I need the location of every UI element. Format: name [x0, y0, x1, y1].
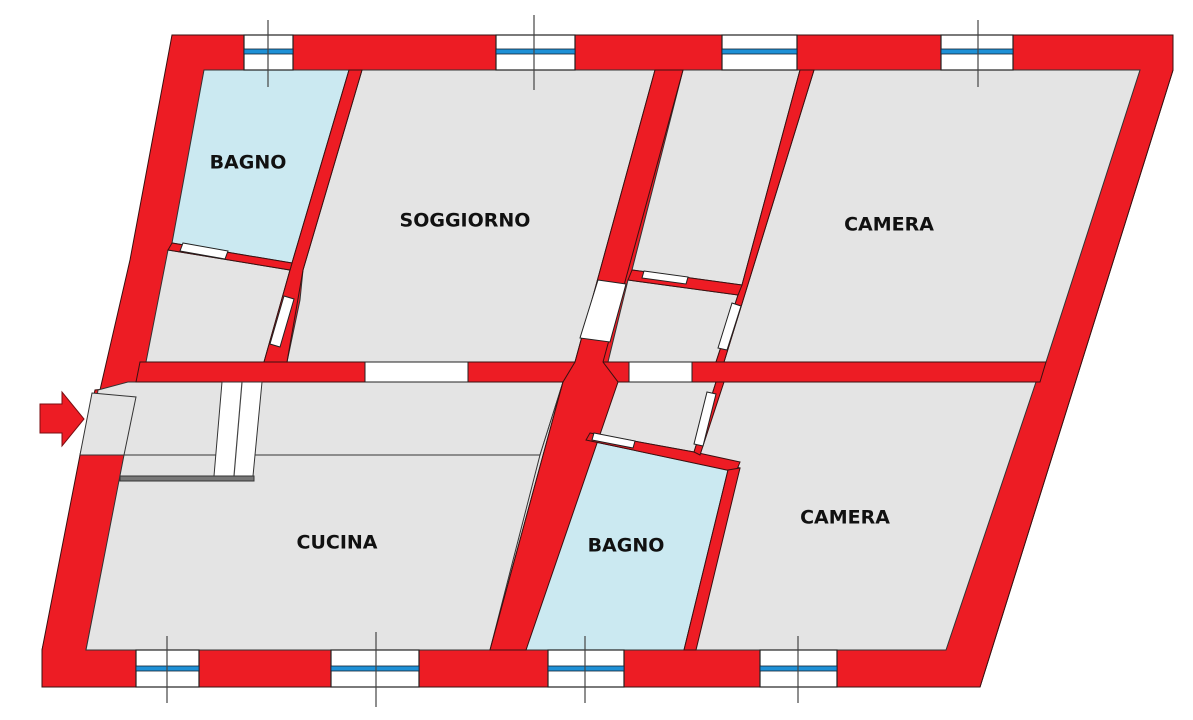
- window-bottom-4: [759, 636, 838, 703]
- label-camera-2: CAMERA: [800, 507, 890, 529]
- door-corridor: [641, 270, 689, 285]
- stair-line: [233, 381, 243, 477]
- wall-central-vertical: [489, 69, 684, 651]
- room-ingresso: [87, 381, 564, 456]
- railing: [119, 475, 255, 482]
- door-soggiorno-ingresso: [364, 361, 469, 383]
- window-top-3: [721, 34, 798, 71]
- window-top-2: [495, 15, 576, 90]
- window-top-1: [243, 20, 294, 87]
- label-cucina: CUCINA: [297, 532, 378, 554]
- label-soggiorno: SOGGIORNO: [400, 210, 531, 232]
- label-bagno-2: BAGNO: [588, 535, 665, 557]
- door-camera-2: [693, 391, 717, 447]
- entrance-arrow-icon: [39, 390, 85, 448]
- wall-bagno2-right: [683, 467, 741, 651]
- label-bagno-1: BAGNO: [210, 152, 287, 174]
- door-disimpegno-passage: [628, 361, 693, 383]
- window-bottom-3: [547, 636, 625, 703]
- window-top-4: [940, 20, 1014, 87]
- door-camera-1: [717, 302, 742, 351]
- door-anti-bagno: [269, 295, 295, 348]
- door-soggiorno-disimpegno: [579, 279, 627, 343]
- label-camera-1: CAMERA: [844, 214, 934, 236]
- window-bottom-1: [135, 636, 200, 703]
- window-bottom-2: [330, 632, 420, 707]
- entrance-opening: [79, 392, 137, 456]
- door-bagno-1: [179, 242, 229, 260]
- door-bagno-2: [591, 432, 636, 449]
